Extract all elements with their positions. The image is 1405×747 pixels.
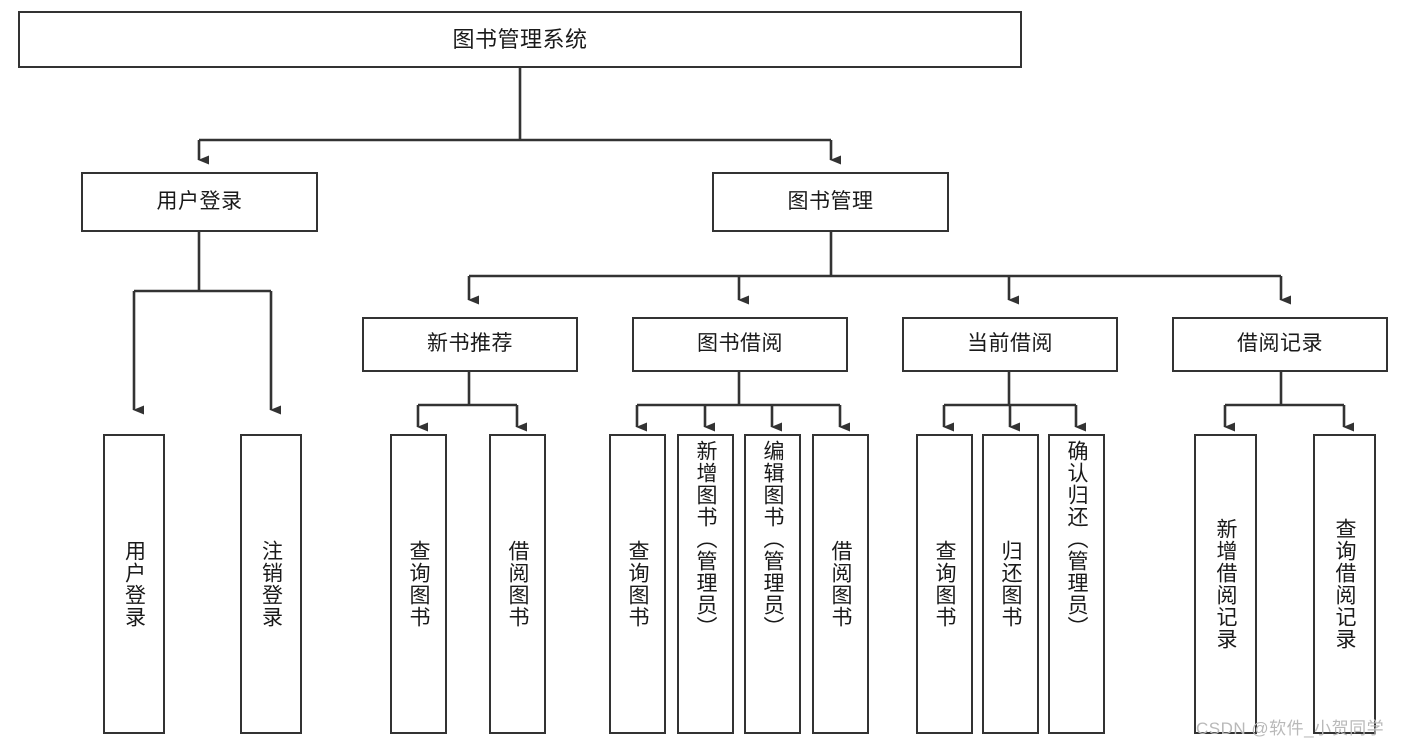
node-leaf-return-book[interactable]: 归还图书 bbox=[982, 434, 1039, 734]
node-leaf-borrow-book-2-label: 借阅图书 bbox=[829, 540, 853, 628]
node-leaf-borrow-book-1-label: 借阅图书 bbox=[506, 540, 530, 628]
node-leaf-query-record-label: 查询借阅记录 bbox=[1333, 518, 1357, 650]
node-book-manage[interactable]: 图书管理 bbox=[712, 172, 949, 232]
node-leaf-query-book-3[interactable]: 查询图书 bbox=[916, 434, 973, 734]
node-leaf-add-record[interactable]: 新增借阅记录 bbox=[1194, 434, 1257, 734]
node-leaf-confirm-return-label: 确认归还（管理员） bbox=[1065, 440, 1089, 638]
node-leaf-query-book-1-label: 查询图书 bbox=[407, 540, 431, 628]
node-book-manage-label: 图书管理 bbox=[787, 189, 874, 213]
watermark: CSDN @软件_小贺同学 bbox=[1196, 719, 1385, 738]
node-leaf-return-book-label: 归还图书 bbox=[999, 540, 1023, 628]
node-leaf-add-book[interactable]: 新增图书（管理员） bbox=[677, 434, 734, 734]
node-leaf-add-record-label: 新增借阅记录 bbox=[1214, 518, 1238, 650]
node-new-book-recommend[interactable]: 新书推荐 bbox=[362, 317, 578, 372]
node-borrow-record[interactable]: 借阅记录 bbox=[1172, 317, 1388, 372]
node-book-borrow-label: 图书借阅 bbox=[697, 332, 783, 356]
node-leaf-query-book-2-label: 查询图书 bbox=[626, 540, 650, 628]
node-new-book-recommend-label: 新书推荐 bbox=[427, 332, 513, 356]
node-leaf-query-book-2[interactable]: 查询图书 bbox=[609, 434, 666, 734]
node-root-label: 图书管理系统 bbox=[452, 26, 588, 52]
node-leaf-query-record[interactable]: 查询借阅记录 bbox=[1313, 434, 1376, 734]
node-leaf-edit-book-label: 编辑图书（管理员） bbox=[761, 440, 785, 638]
node-book-borrow[interactable]: 图书借阅 bbox=[632, 317, 848, 372]
node-leaf-borrow-book-1[interactable]: 借阅图书 bbox=[489, 434, 546, 734]
node-leaf-edit-book[interactable]: 编辑图书（管理员） bbox=[744, 434, 801, 734]
node-leaf-user-login-label: 用户登录 bbox=[122, 540, 146, 628]
node-leaf-logout-login-label: 注销登录 bbox=[259, 540, 283, 628]
node-leaf-query-book-1[interactable]: 查询图书 bbox=[390, 434, 447, 734]
node-root[interactable]: 图书管理系统 bbox=[18, 11, 1022, 68]
node-borrow-record-label: 借阅记录 bbox=[1237, 332, 1323, 356]
node-user-login[interactable]: 用户登录 bbox=[81, 172, 318, 232]
node-leaf-borrow-book-2[interactable]: 借阅图书 bbox=[812, 434, 869, 734]
node-leaf-add-book-label: 新增图书（管理员） bbox=[694, 440, 718, 638]
node-leaf-query-book-3-label: 查询图书 bbox=[933, 540, 957, 628]
node-leaf-confirm-return[interactable]: 确认归还（管理员） bbox=[1048, 434, 1105, 734]
node-user-login-label: 用户登录 bbox=[156, 189, 243, 213]
node-current-borrow-label: 当前借阅 bbox=[967, 332, 1053, 356]
node-current-borrow[interactable]: 当前借阅 bbox=[902, 317, 1118, 372]
node-leaf-logout-login[interactable]: 注销登录 bbox=[240, 434, 302, 734]
node-leaf-user-login[interactable]: 用户登录 bbox=[103, 434, 165, 734]
